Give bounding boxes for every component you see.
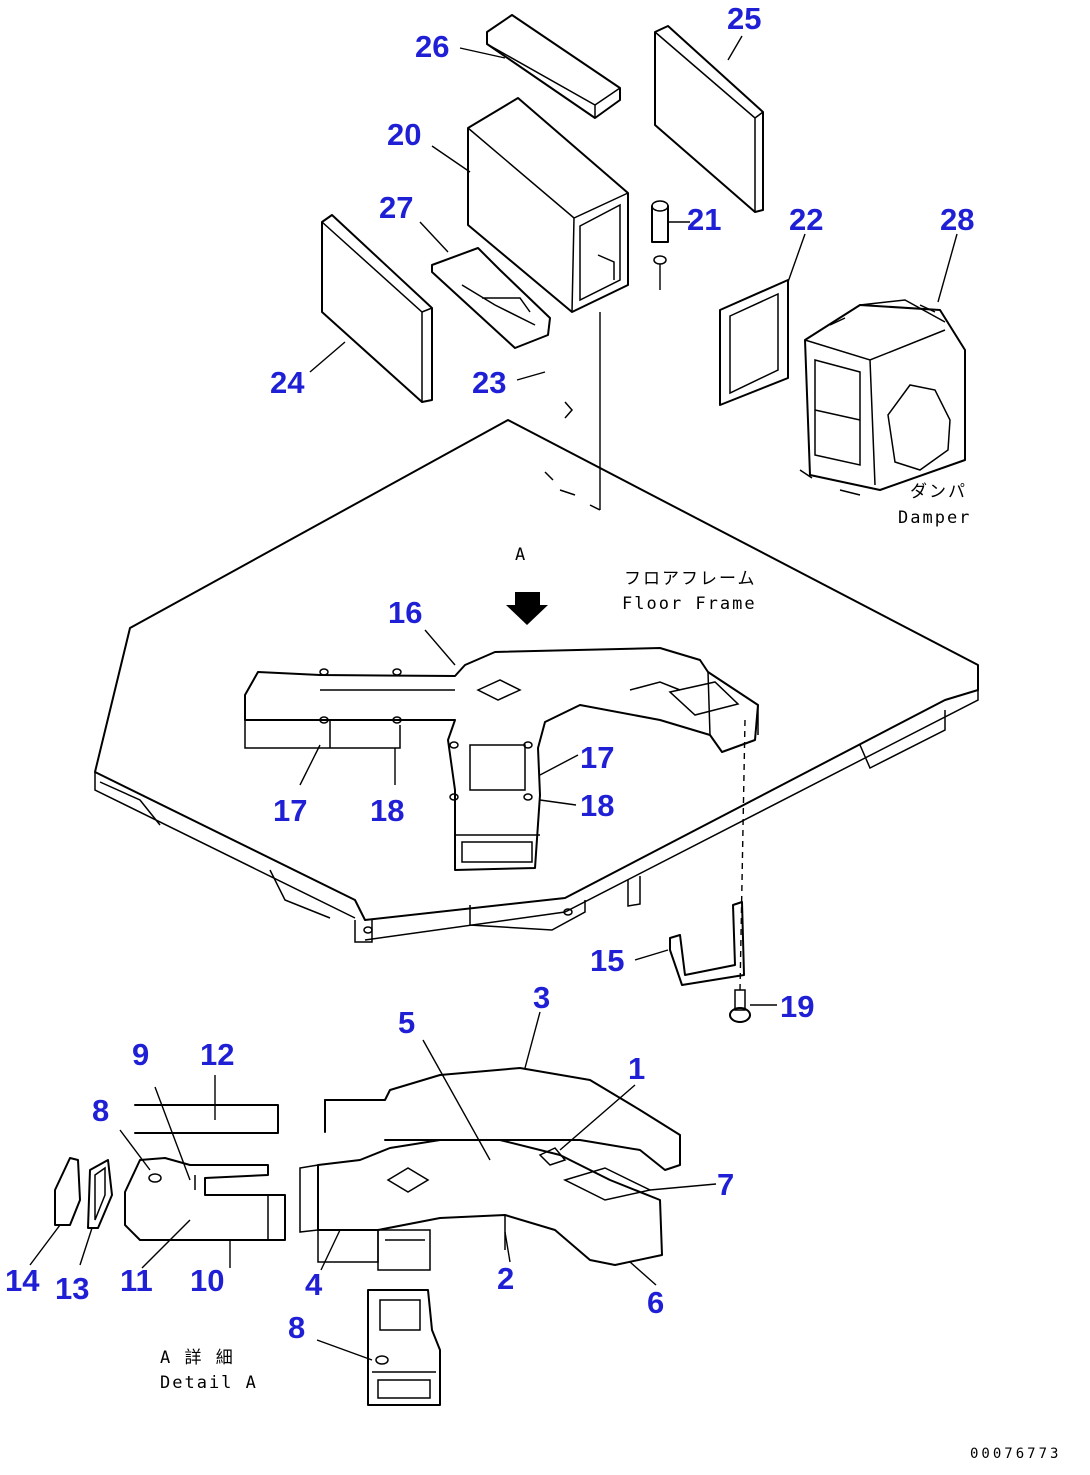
leader-lines [29,35,958,1361]
floor-duct-assembly [244,647,759,871]
callout-13: 13 [55,1271,89,1306]
document-id: 00076773 [970,1446,1061,1462]
detail-a-lower-duct [367,1289,441,1406]
callout-labels: 26 25 20 27 21 22 28 24 23 16 17 18 17 1… [5,1,974,1345]
detail-a-duct-10-11 [124,1157,286,1241]
floor-frame-label-en: Floor Frame [622,594,757,614]
callout-2: 2 [497,1261,514,1296]
view-a-marker: A [515,545,527,565]
part-23-marker [564,401,573,419]
callout-4: 4 [305,1267,323,1302]
callout-28: 28 [940,202,974,237]
callout-25: 25 [727,1,761,36]
callout-5: 5 [398,1005,415,1040]
callout-17-left: 17 [273,793,307,828]
callout-3: 3 [533,980,550,1015]
callout-19: 19 [780,989,814,1024]
callout-1: 1 [628,1051,645,1086]
floor-frame [94,419,979,943]
detail-a-pad-14 [54,1157,81,1226]
part-19-fastener [729,989,751,1023]
callout-21: 21 [687,202,721,237]
part-19-dashed-line [739,719,746,991]
callout-7: 7 [717,1167,734,1202]
part-20-box [467,97,629,313]
callout-27: 27 [379,190,413,225]
detail-a-duct-3 [324,1067,681,1171]
floor-frame-label-jp: フロアフレーム [624,569,757,589]
part-27-bracket [431,247,551,349]
part-22-gasket [719,279,789,406]
damper-label-en: Damper [898,508,971,528]
callout-24: 24 [270,365,305,400]
damper-label-jp: ダンパ [910,482,967,502]
callout-8-lower: 8 [288,1310,305,1345]
part-28-ac-unit [799,299,966,496]
callout-10: 10 [190,1263,224,1298]
part-24-side-pad [321,214,433,403]
callout-11: 11 [120,1263,153,1298]
part-15-bracket [669,901,745,986]
detail-a-pad-13 [87,1159,113,1229]
callout-26: 26 [415,29,449,64]
callout-8-upper: 8 [92,1093,109,1128]
view-a-arrow [506,592,548,625]
callout-15: 15 [590,943,624,978]
callout-16: 16 [388,595,422,630]
callout-12: 12 [200,1037,234,1072]
callout-20: 20 [387,117,421,152]
part-21-bolt [651,200,669,290]
callout-18-left: 18 [370,793,404,828]
callout-23: 23 [472,365,506,400]
callout-17-right: 17 [580,740,614,775]
callout-14: 14 [5,1263,40,1298]
part-26-top-pad [486,14,621,119]
part-25-side-pad [654,25,764,213]
callout-18-right: 18 [580,788,614,823]
diagram-notes: ダンパ Damper フロアフレーム Floor Frame A A 詳 細 D… [160,482,1061,1462]
callout-22: 22 [789,202,823,237]
callout-6: 6 [647,1285,664,1320]
detail-label-jp: A 詳 細 [160,1348,235,1368]
detail-label-en: Detail A [160,1373,258,1393]
detail-a-pad-12 [134,1104,279,1134]
callout-9: 9 [132,1037,149,1072]
